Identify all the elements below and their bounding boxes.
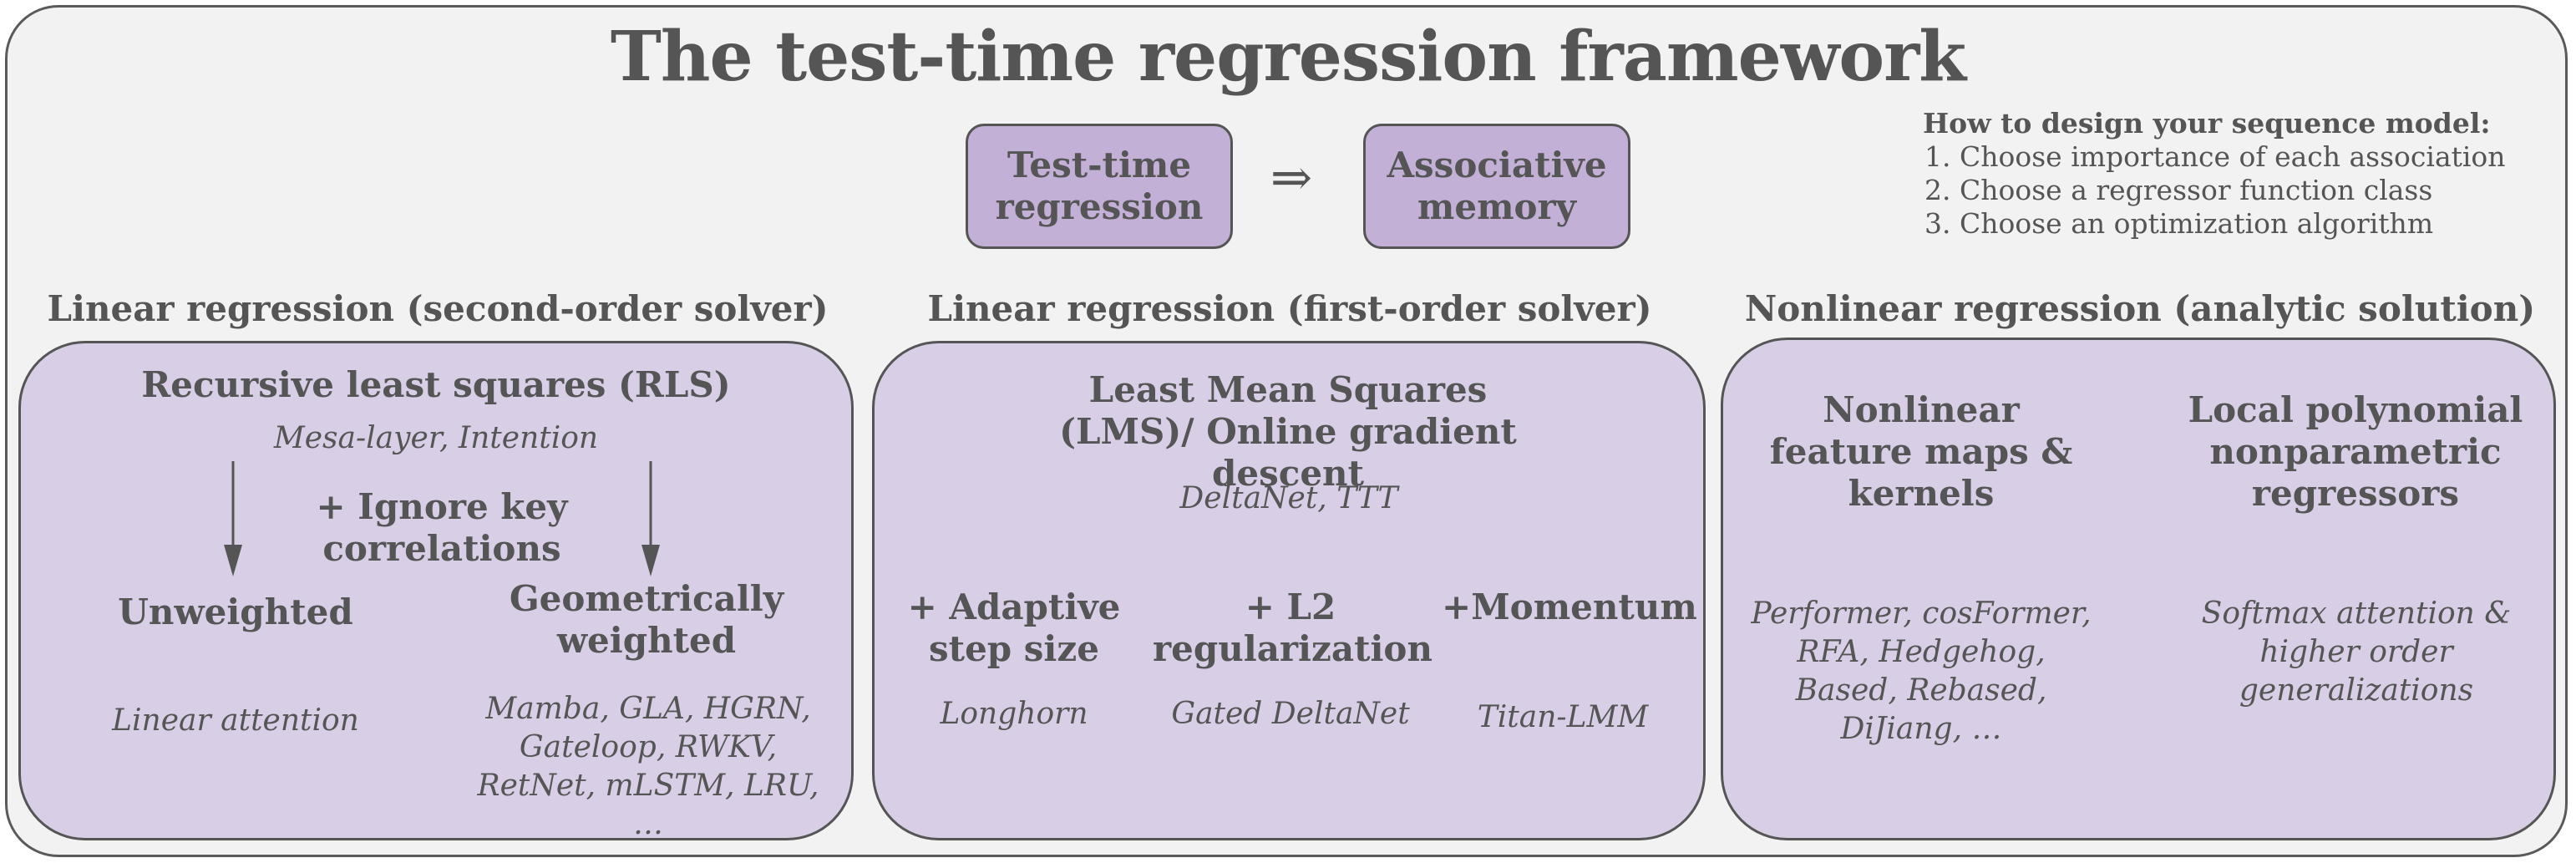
lms-header: Least Mean Squares (LMS)/ Online gradien…: [1059, 369, 1517, 494]
section-title-second-order: Linear regression (second-order solver): [47, 288, 829, 329]
rls-header: Recursive least squares (RLS): [141, 364, 731, 405]
section-title-first-order: Linear regression (first-order solver): [927, 288, 1652, 329]
adaptive-step-label: + Adaptive step size: [907, 586, 1121, 669]
design-steps-heading: How to design your sequence model:: [1923, 107, 2491, 140]
l2-regularization-examples: Gated DeltaNet: [1171, 697, 1410, 731]
panel-nonlinear: [1721, 338, 2556, 840]
test-time-regression-box: Test-time regression: [966, 124, 1233, 249]
local-polynomial-examples: Softmax attention & higher order general…: [2201, 596, 2512, 708]
section-title-nonlinear: Nonlinear regression (analytic solution): [1744, 288, 2536, 329]
local-polynomial-label: Local polynomial nonparametric regressor…: [2188, 389, 2523, 514]
adaptive-step-examples: Longhorn: [940, 697, 1088, 731]
design-step: Choose importance of each association: [1960, 140, 2558, 174]
momentum-examples: Titan-LMM: [1477, 700, 1649, 734]
implies-arrow: ⇒: [1270, 149, 1313, 207]
panel-first-order: [872, 341, 1706, 840]
rls-examples: Mesa-layer, Intention: [273, 421, 599, 455]
design-step: Choose a regressor function class: [1960, 174, 2558, 207]
ignore-key-correlations: + Ignore key correlations: [316, 486, 568, 569]
panel-second-order: [18, 341, 854, 840]
page-title: The test-time regression framework: [610, 17, 1966, 97]
momentum-label: +Momentum: [1442, 586, 1697, 627]
unweighted-examples: Linear attention: [112, 703, 359, 738]
l2-regularization-label: + L2 regularization: [1153, 586, 1433, 669]
feature-maps-label: Nonlinear feature maps & kernels: [1769, 389, 2073, 514]
design-steps-list: Choose importance of each association Ch…: [1923, 140, 2558, 241]
feature-maps-examples: Performer, cosFormer, RFA, Hedgehog, Bas…: [1751, 596, 2092, 746]
associative-memory-box: Associative memory: [1363, 124, 1630, 249]
unweighted-label: Unweighted: [118, 591, 353, 632]
design-steps: How to design your sequence model: Choos…: [1923, 107, 2558, 241]
geometric-examples: Mamba, GLA, HGRN, Gateloop, RWKV, RetNet…: [477, 692, 819, 841]
arrow-to-geometric: [641, 461, 660, 576]
geometric-label: Geometrically weighted: [509, 578, 784, 661]
arrow-to-unweighted: [224, 461, 242, 576]
lms-examples: DeltaNet, TTT: [1179, 481, 1398, 515]
design-step: Choose an optimization algorithm: [1960, 207, 2558, 241]
